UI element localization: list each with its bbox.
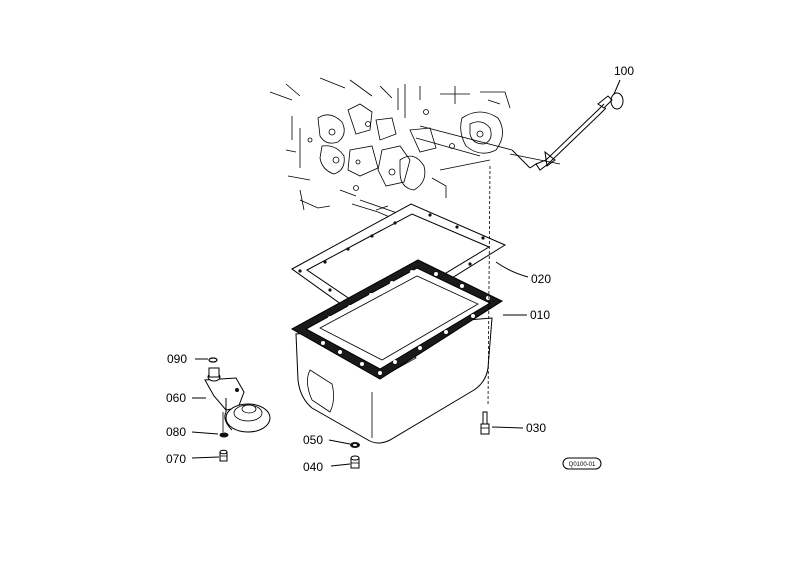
figure-code-badge: Q0100-01	[562, 457, 602, 470]
leader-lines	[191, 79, 621, 467]
part-number-100: 100	[614, 64, 634, 78]
part-number-060: 060	[166, 391, 186, 405]
drain-plug	[350, 455, 360, 469]
oil-pan	[290, 259, 504, 444]
part-number-070: 070	[166, 452, 186, 466]
strainer-bolt	[219, 449, 228, 462]
engine-block-sketch	[269, 77, 561, 219]
part-number-090: 090	[167, 352, 187, 366]
oil-strainer	[204, 367, 271, 433]
part-number-020: 020	[531, 272, 551, 286]
figure-code: Q0100-01	[569, 462, 596, 468]
part-number-030: 030	[526, 421, 546, 435]
part-number-040: 040	[303, 460, 323, 474]
strainer-o-ring	[208, 357, 218, 363]
drain-plug-gasket	[350, 442, 360, 448]
part-number-010: 010	[530, 308, 550, 322]
oil-level-gauge	[511, 92, 624, 171]
part-number-050: 050	[303, 433, 323, 447]
strainer-washer	[219, 412, 229, 438]
part-number-080: 080	[166, 425, 186, 439]
pan-bolt	[480, 165, 491, 435]
